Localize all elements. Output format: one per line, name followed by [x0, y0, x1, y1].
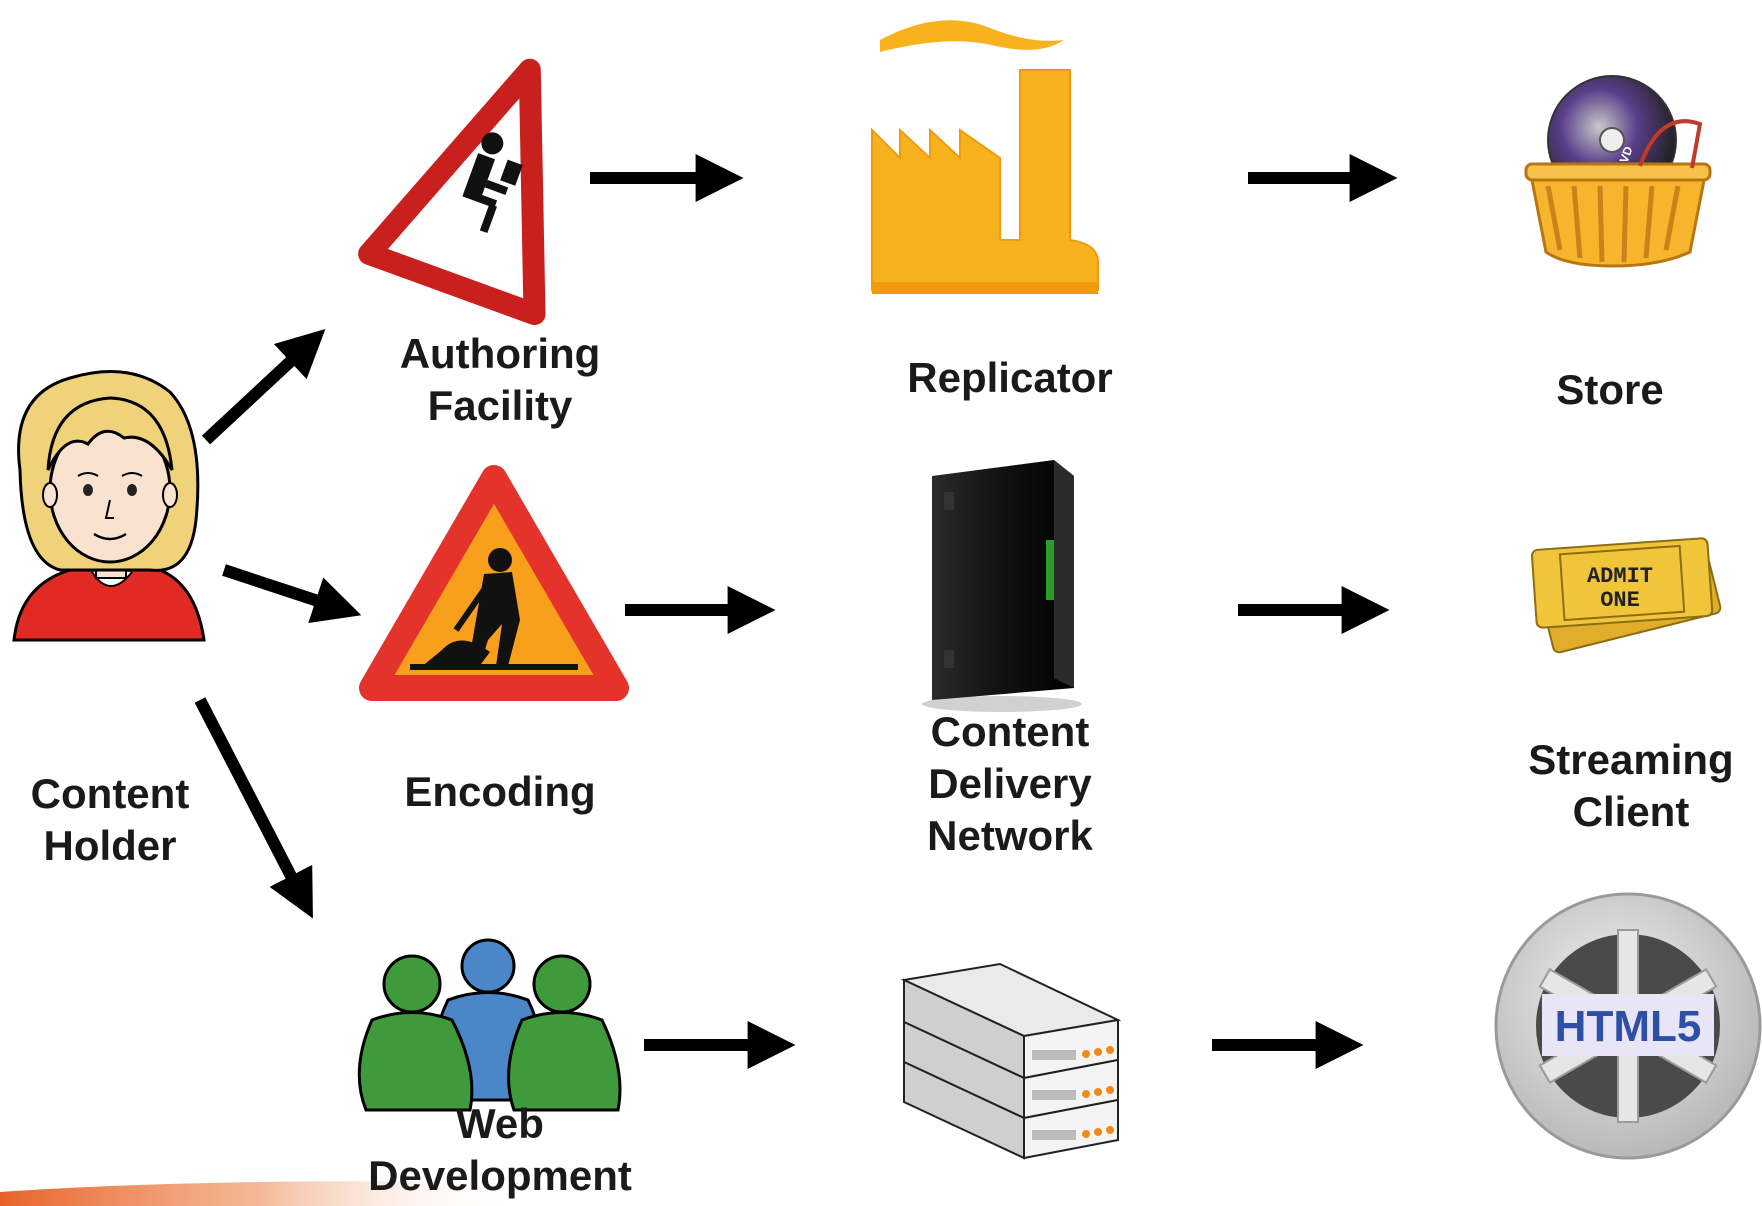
- streaming-client-label-line-1: Streaming: [1528, 736, 1734, 783]
- ticket-text-line-1: ADMIT: [1587, 564, 1653, 589]
- web-development-label: Web Development: [330, 1098, 670, 1202]
- cdn-label-line-3: Network: [927, 812, 1093, 859]
- html5-text: HTML5: [1555, 1002, 1702, 1051]
- rack-servers-icon: [900, 962, 1122, 1160]
- cdn-label: Content Delivery Network: [860, 706, 1160, 862]
- encoding-label-line-1: Encoding: [404, 768, 596, 815]
- cdn-label-line-1: Content: [930, 708, 1090, 755]
- person-avatar-icon: [12, 370, 206, 642]
- arrow-holder-to-encoding: [222, 564, 362, 624]
- streaming-client-label-line-2: Client: [1572, 788, 1690, 835]
- authoring-facility-label-line-1: Authoring: [399, 330, 601, 377]
- arrow-holder-to-authoring: [201, 328, 326, 445]
- orange-accent-bar: [0, 1181, 520, 1206]
- encoding-label: Encoding: [360, 766, 640, 818]
- arrows: [194, 154, 1398, 1069]
- people-group-icon: [357, 938, 622, 1112]
- tickets-icon: ADMIT ONE: [1530, 537, 1722, 654]
- roadworks-sign-icon: [359, 465, 629, 701]
- authoring-facility-label: Authoring Facility: [360, 328, 640, 432]
- factory-icon: [871, 20, 1099, 294]
- shopping-basket-dvd-icon: DVD: [1524, 75, 1712, 268]
- web-development-label-line-1: Web: [456, 1100, 544, 1147]
- replicator-label-line-1: Replicator: [907, 354, 1113, 401]
- web-development-label-line-2: Development: [368, 1152, 632, 1199]
- content-holder-label: Content Holder: [0, 768, 220, 872]
- arrow-holder-to-webdev: [194, 697, 313, 919]
- store-label: Store: [1490, 364, 1730, 416]
- server-tower-icon: [922, 460, 1082, 712]
- streaming-client-label: Streaming Client: [1500, 734, 1762, 838]
- cdn-label-line-2: Delivery: [928, 760, 1092, 807]
- ticket-text-line-2: ONE: [1600, 588, 1640, 613]
- warning-sign-computer-user-icon: [358, 58, 546, 326]
- store-label-line-1: Store: [1556, 366, 1664, 413]
- replicator-label: Replicator: [860, 352, 1160, 404]
- content-holder-label-line-1: Content: [30, 770, 190, 817]
- content-holder-label-line-2: Holder: [43, 822, 177, 869]
- authoring-facility-label-line-2: Facility: [427, 382, 573, 429]
- film-reel-icon: HTML5: [1494, 892, 1762, 1160]
